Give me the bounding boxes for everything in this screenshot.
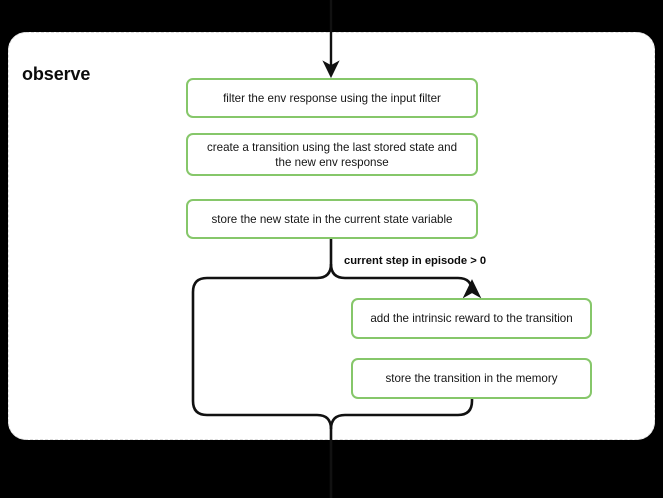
node-store-transition-memory[interactable]: store the transition in the memory [351,358,592,399]
node-add-intrinsic-reward[interactable]: add the intrinsic reward to the transiti… [351,298,592,339]
node-filter-env-response[interactable]: filter the env response using the input … [186,78,478,118]
node-store-new-state[interactable]: store the new state in the current state… [186,199,478,239]
subgraph-title: observe [22,64,91,84]
node-create-transition[interactable]: create a transition using the last store… [186,133,478,176]
edge-label-branch-condition: current step in episode > 0 [344,255,487,267]
